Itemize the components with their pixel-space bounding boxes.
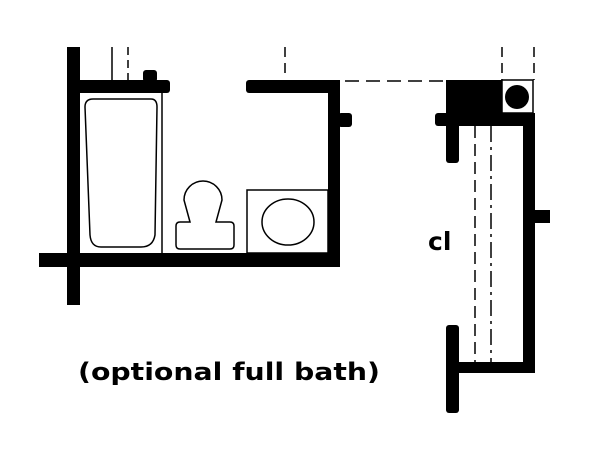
right-wall-stub [338,113,352,127]
top-wall-right [246,80,340,93]
bath-fixtures [84,93,329,254]
caption-label: (optional full bath) [78,358,380,386]
flue-icon [505,85,529,109]
closet-label: cl [428,227,451,256]
closet-rod-shelf [474,126,492,362]
closet-walls [435,79,550,413]
closet-left-stub-top [446,120,459,163]
closet-top-wall [435,113,535,126]
closet-right-stub [533,210,550,223]
closet-bottom-wall [446,362,535,373]
bathtub [84,98,158,248]
right-wall [328,80,340,267]
vanity-cabinet [246,189,329,254]
bathroom-walls [39,47,352,305]
left-wall [67,47,80,305]
vent-stub [143,70,157,82]
bottom-wall [39,253,340,267]
sink-basin [261,198,315,246]
closet-right-wall [523,113,535,373]
plumbing-lines [111,47,535,82]
toilet [175,180,235,250]
top-wall-left [67,80,170,93]
